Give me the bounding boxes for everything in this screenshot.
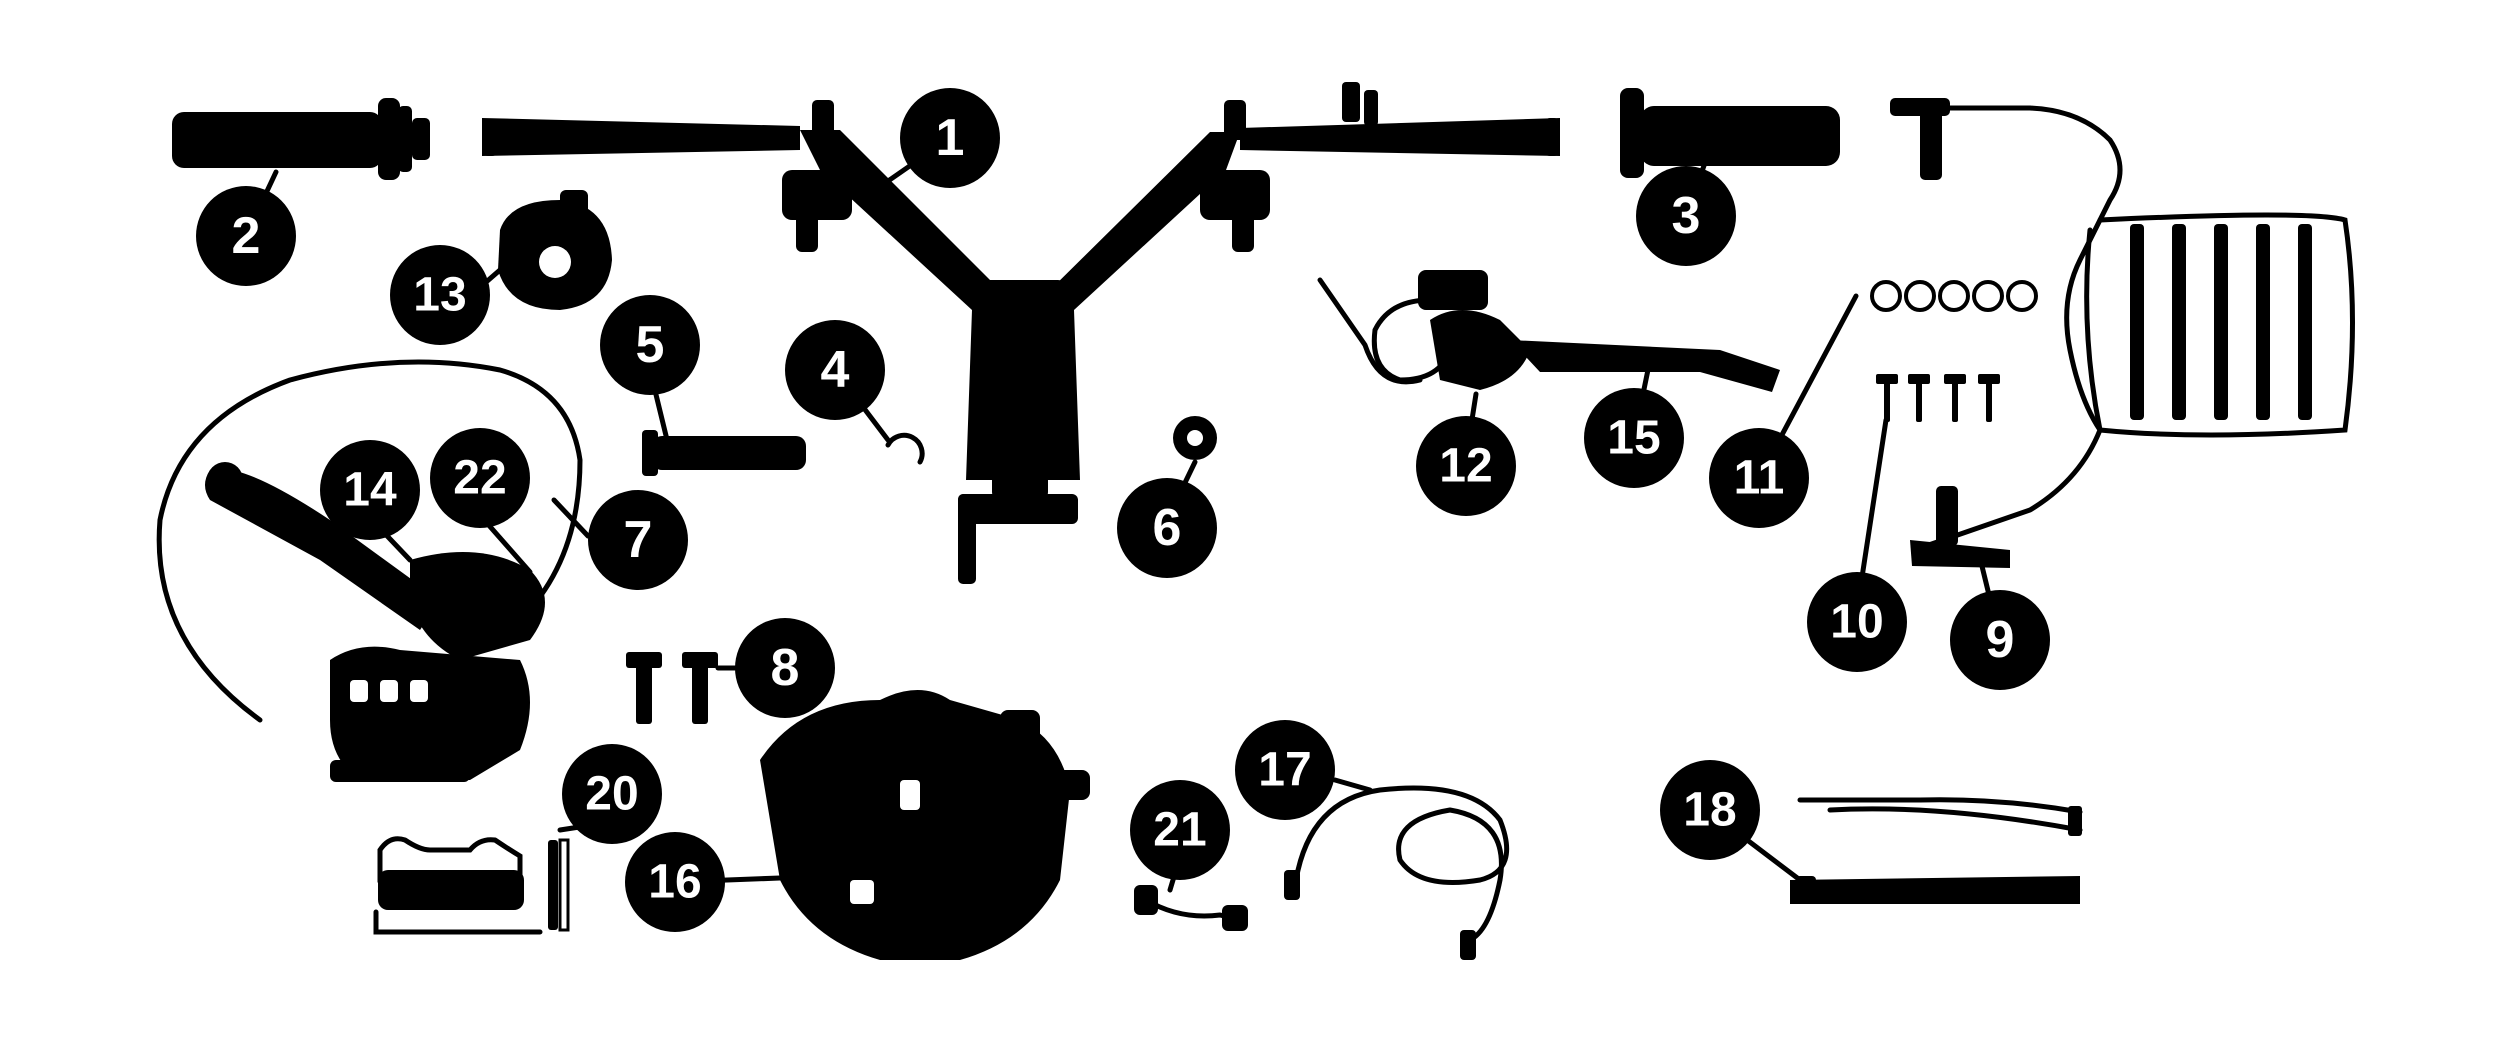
callout-13: 13 — [390, 245, 490, 345]
part-right-master-cylinder — [1317, 270, 1780, 392]
part-ring — [1173, 416, 1217, 460]
callout-9: 9 — [1950, 590, 2050, 690]
callout-14: 14 — [320, 440, 420, 540]
svg-text:14: 14 — [343, 464, 397, 517]
svg-text:13: 13 — [413, 269, 466, 322]
svg-text:18: 18 — [1683, 784, 1736, 837]
callout-6: 6 — [1117, 478, 1217, 578]
svg-text:4: 4 — [821, 341, 850, 399]
part-brake-hose — [1284, 785, 1510, 960]
part-banjo-hose — [1134, 885, 1248, 931]
callout-22: 22 — [430, 428, 530, 528]
svg-text:16: 16 — [648, 856, 701, 909]
svg-text:10: 10 — [1830, 596, 1883, 649]
part-cables — [1790, 797, 2083, 904]
part-screws — [1876, 374, 2000, 422]
svg-text:3: 3 — [1672, 187, 1701, 245]
svg-text:21: 21 — [1153, 804, 1206, 857]
callout-10: 10 — [1807, 572, 1907, 672]
part-switch-housing — [498, 190, 612, 310]
svg-text:11: 11 — [1734, 452, 1785, 505]
part-bar-end — [642, 430, 806, 476]
callout-15: 15 — [1584, 388, 1684, 488]
svg-text:22: 22 — [453, 452, 506, 505]
part-washers — [1870, 280, 2038, 312]
callout-21: 21 — [1130, 780, 1230, 880]
svg-text:6: 6 — [1153, 499, 1182, 557]
callout-1: 1 — [900, 88, 1000, 188]
callout-17: 17 — [1235, 720, 1335, 820]
callout-2: 2 — [196, 186, 296, 286]
callout-16: 16 — [625, 832, 725, 932]
svg-text:9: 9 — [1986, 611, 2015, 669]
callout-3: 3 — [1636, 166, 1736, 266]
part-bolts-pair — [626, 652, 718, 724]
part-clip — [885, 432, 925, 465]
callout-8: 8 — [735, 618, 835, 718]
part-handlebar-yoke — [482, 82, 1560, 584]
callout-5: 5 — [600, 295, 700, 395]
svg-text:15: 15 — [1607, 412, 1660, 465]
callout-4: 4 — [785, 320, 885, 420]
svg-text:17: 17 — [1258, 744, 1311, 797]
callout-11: 11 — [1709, 428, 1809, 528]
callout-12: 12 — [1416, 416, 1516, 516]
svg-text:8: 8 — [771, 639, 800, 697]
part-left-grip — [172, 98, 430, 180]
svg-text:12: 12 — [1439, 440, 1492, 493]
part-brake-pad — [373, 836, 570, 935]
part-rear-rack — [1890, 98, 2355, 568]
svg-text:20: 20 — [585, 768, 638, 821]
svg-text:1: 1 — [936, 109, 965, 167]
callout-18: 18 — [1660, 760, 1760, 860]
callout-7: 7 — [588, 490, 688, 590]
svg-text:2: 2 — [232, 207, 261, 265]
part-caliper — [760, 690, 1090, 960]
svg-text:5: 5 — [636, 316, 665, 374]
callout-20: 20 — [562, 744, 662, 844]
svg-text:7: 7 — [624, 511, 653, 569]
part-left-brake-assembly — [156, 359, 583, 782]
part-right-grip — [1620, 88, 1840, 178]
